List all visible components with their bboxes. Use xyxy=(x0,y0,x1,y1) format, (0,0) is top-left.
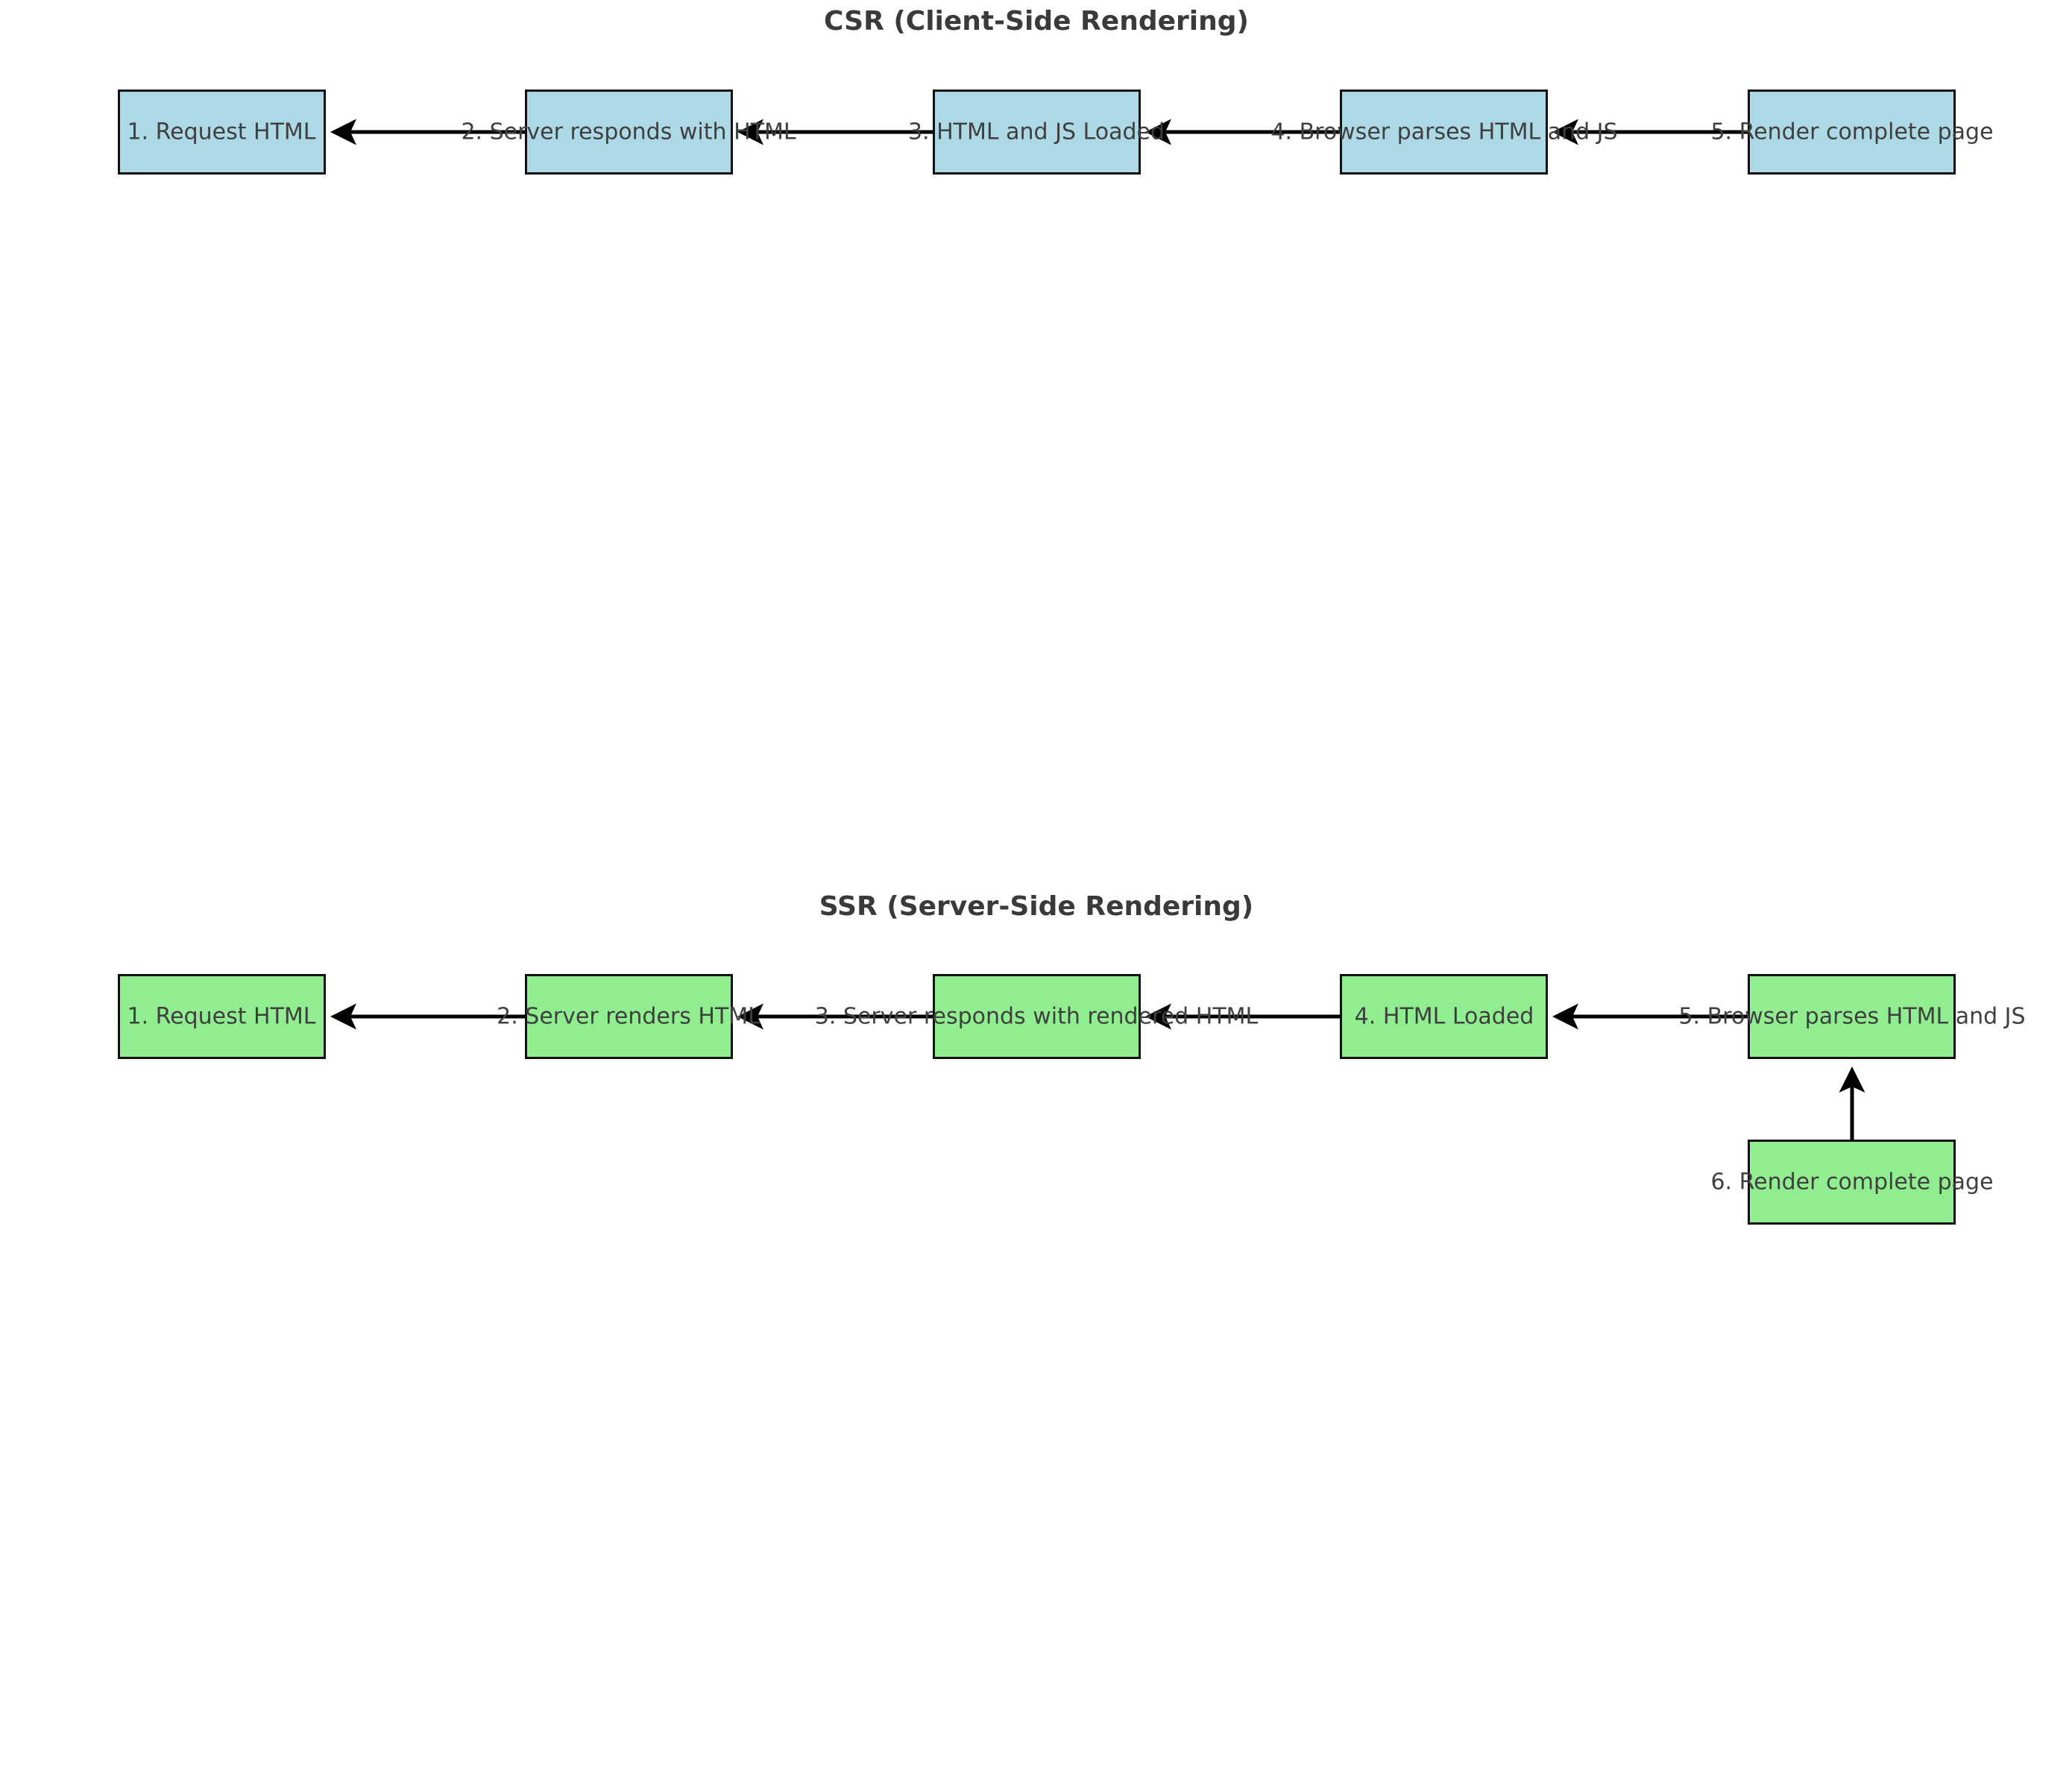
node-csr-browser-parses[interactable] xyxy=(1340,89,1548,175)
node-ssr-render-complete[interactable] xyxy=(1748,1140,1956,1225)
node-ssr-browser-parses[interactable] xyxy=(1748,974,1956,1059)
csr-section-title: CSR (Client-Side Rendering) xyxy=(824,6,1249,37)
node-ssr-request-html[interactable] xyxy=(118,974,326,1059)
ssr-section-title: SSR (Server-Side Rendering) xyxy=(819,891,1254,922)
node-csr-server-responds[interactable] xyxy=(525,89,733,175)
node-ssr-server-renders[interactable] xyxy=(525,974,733,1059)
node-csr-request-html[interactable] xyxy=(118,89,326,175)
node-ssr-html-loaded[interactable] xyxy=(1340,974,1548,1059)
node-ssr-server-responds-rendered[interactable] xyxy=(933,974,1141,1059)
node-csr-html-js-loaded[interactable] xyxy=(933,89,1141,175)
node-csr-render-complete[interactable] xyxy=(1748,89,1956,175)
